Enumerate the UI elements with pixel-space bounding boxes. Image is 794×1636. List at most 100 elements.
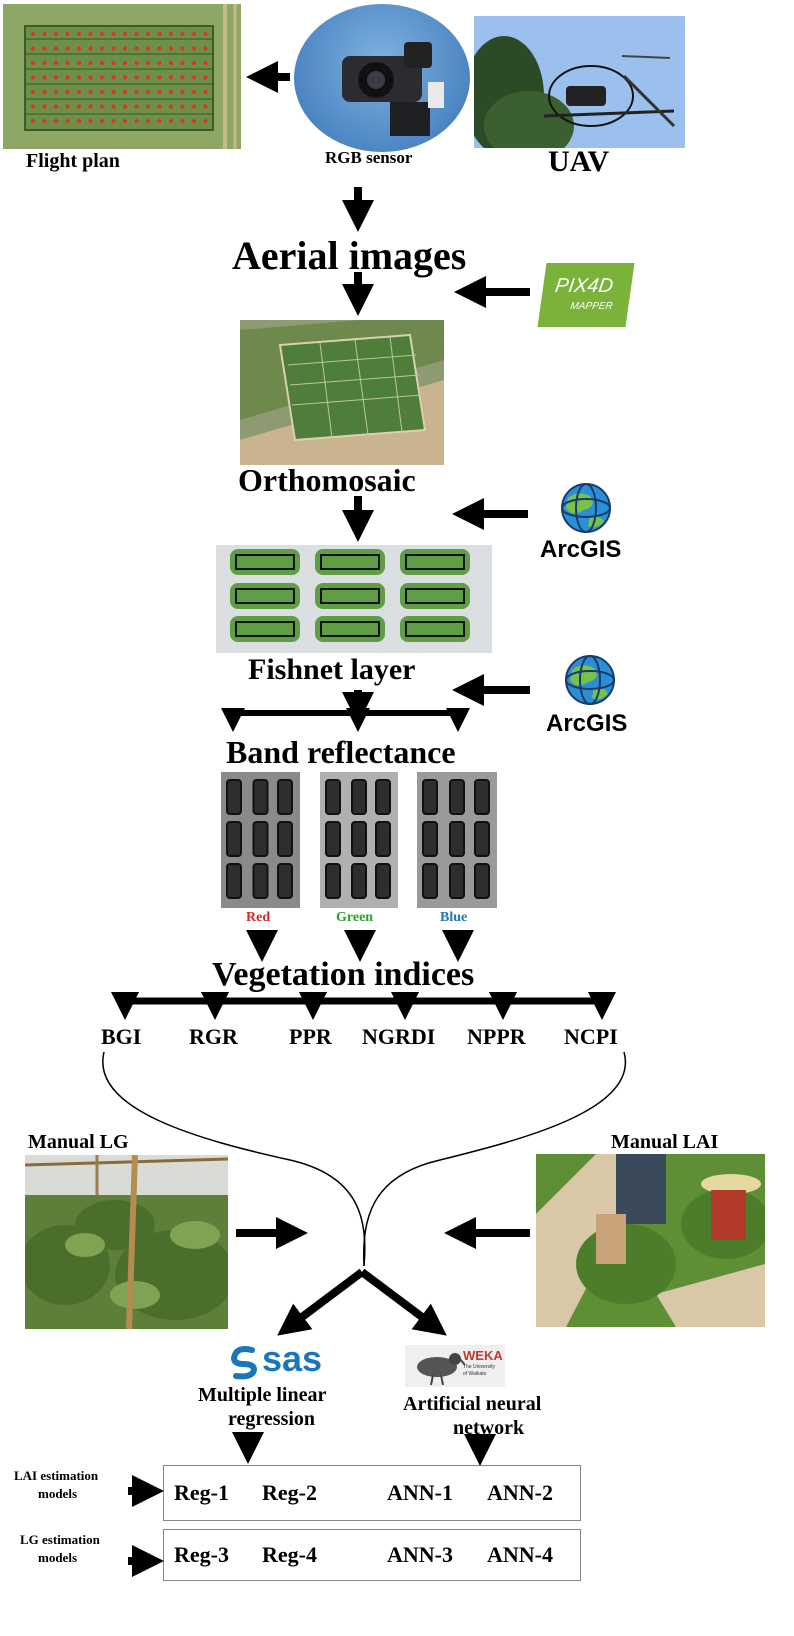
waypoint-dot <box>180 104 185 109</box>
fishnet-cell <box>320 621 380 637</box>
waypoint-dot <box>157 104 162 109</box>
waypoint-dot <box>180 75 185 80</box>
waypoint-dot <box>30 31 36 37</box>
waypoint-dot <box>88 104 93 109</box>
fishnet-cell <box>405 588 465 604</box>
waypoint-dot <box>191 89 197 95</box>
waypoint-dot <box>88 46 93 51</box>
fishnet-cell <box>235 621 295 637</box>
uav-image <box>474 16 685 148</box>
band-plot-cell <box>351 779 367 815</box>
band-plot-cell <box>226 863 242 899</box>
waypoint-dot <box>157 89 162 95</box>
waypoint-dot <box>65 89 70 95</box>
waypoint-dot <box>203 75 208 80</box>
waypoint-dot <box>30 118 36 124</box>
waypoint-dot <box>88 89 93 95</box>
band-blue-graphic <box>422 779 490 899</box>
waypoint-dot <box>122 89 128 95</box>
band-plot-cell <box>226 779 242 815</box>
model-ann-1: ANN-1 <box>387 1480 453 1505</box>
waypoint-dot <box>168 60 174 66</box>
globe-icon <box>565 655 615 705</box>
drone-photo <box>474 16 685 148</box>
waypoint-dot <box>88 31 93 37</box>
fishnet-layer-image <box>216 545 492 653</box>
band-plot-cell <box>252 863 269 899</box>
waypoint-dot <box>53 75 59 80</box>
lg-estimation-label-1: LG estimation <box>20 1532 100 1547</box>
waypoint-dot <box>53 46 59 51</box>
band-reflectance-title: Band reflectance <box>226 734 456 770</box>
waypoint-dot <box>42 118 47 124</box>
field-work-photo <box>536 1154 765 1327</box>
camera-icon <box>342 42 444 136</box>
fishnet-graphic <box>216 545 492 653</box>
waypoint-dot <box>157 75 162 80</box>
rgb-sensor-label: RGB sensor <box>325 148 413 167</box>
waypoint-dot <box>168 75 174 80</box>
lai-estimation-label-1: LAI estimation <box>14 1468 99 1483</box>
waypoint-dot <box>30 89 36 95</box>
ann-label-line2: network <box>453 1417 525 1439</box>
waypoint-dot <box>53 60 59 66</box>
waypoint-dot <box>122 104 128 109</box>
orthomosaic-title: Orthomosaic <box>238 462 416 498</box>
waypoint-dot <box>134 75 139 80</box>
band-label-blue: Blue <box>440 910 468 925</box>
globe-icon <box>561 483 611 533</box>
waypoint-dot <box>30 46 36 51</box>
arrow-to-weka <box>359 1268 447 1336</box>
waypoint-dot <box>134 46 139 51</box>
uav-label: UAV <box>548 145 610 178</box>
waypoint-dot <box>42 104 47 109</box>
band-plot-cell <box>226 821 242 857</box>
band-plot-cell <box>277 863 293 899</box>
waypoint-dot <box>65 118 70 124</box>
waypoint-dot <box>168 31 174 37</box>
waypoint-dot <box>88 60 93 66</box>
waypoint-dot <box>76 89 82 95</box>
waypoint-dot <box>157 46 162 51</box>
index-label-ppr: PPR <box>289 1024 332 1049</box>
fishnet-layer-title: Fishnet layer <box>248 653 416 686</box>
model-ann-4: ANN-4 <box>487 1542 553 1567</box>
waypoint-dot <box>111 75 116 80</box>
waypoint-dot <box>168 118 174 124</box>
arrow-to-sas <box>277 1268 365 1336</box>
waypoint-dot <box>145 46 151 51</box>
band-plot-cell <box>277 821 293 857</box>
band-plot-cell <box>422 863 438 899</box>
waypoint-dot <box>111 60 116 66</box>
index-label-rgr: RGR <box>189 1024 238 1049</box>
waypoint-dot <box>203 118 208 124</box>
mlr-label-line2: regression <box>228 1408 316 1430</box>
waypoint-dot <box>157 60 162 66</box>
waypoint-dot <box>191 46 197 51</box>
waypoint-dot <box>145 31 151 37</box>
fishnet-cell <box>405 621 465 637</box>
weka-logo-subtext-2: of Waikato <box>463 1371 487 1377</box>
waypoint-dot <box>122 75 128 80</box>
sas-logo-text: sas <box>262 1338 323 1379</box>
band-label-green: Green <box>336 910 374 925</box>
fishnet-cell <box>405 554 465 570</box>
index-label-ncpi: NCPI <box>564 1024 618 1049</box>
band-plot-cell <box>449 863 465 899</box>
waypoint-dot <box>180 31 185 37</box>
waypoint-dot <box>134 60 139 66</box>
band-plot-cell <box>351 863 367 899</box>
waypoint-dot <box>134 118 139 124</box>
waypoint-dot <box>42 75 47 80</box>
fishnet-cell <box>235 588 295 604</box>
waypoint-dot <box>76 75 82 80</box>
waypoint-dot <box>145 118 151 124</box>
waypoint-dot <box>145 104 151 109</box>
waypoint-dot <box>65 46 70 51</box>
waypoint-dot <box>191 118 197 124</box>
band-plot-cell <box>375 821 391 857</box>
fishnet-cell <box>320 554 380 570</box>
waypoint-dot <box>88 118 93 124</box>
band-image-green <box>320 772 398 908</box>
waypoint-dot <box>145 60 151 66</box>
